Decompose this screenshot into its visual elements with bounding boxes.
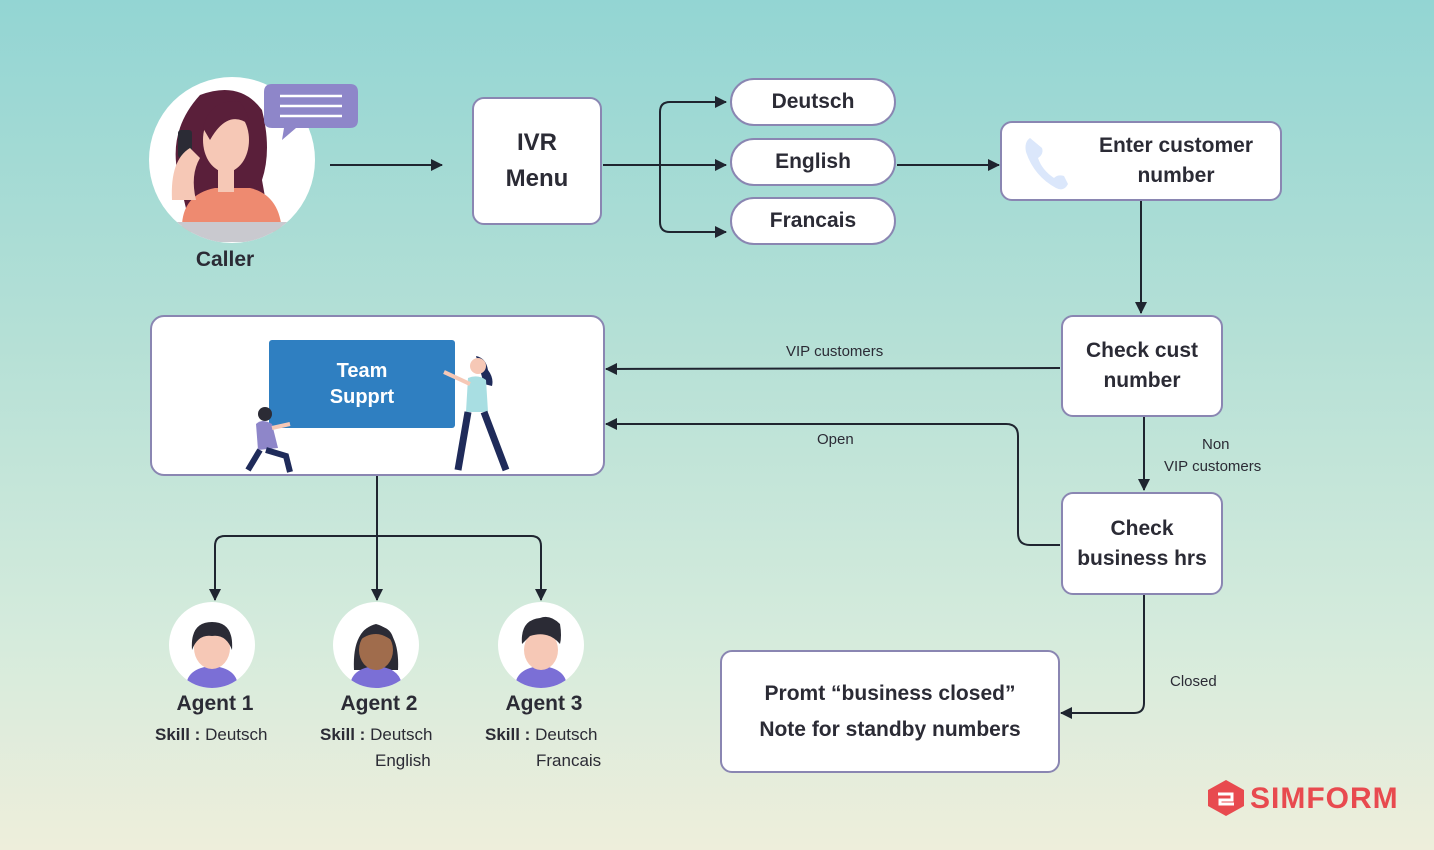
agent-3-name: Agent 3 xyxy=(505,692,583,715)
team-support-sign: Team Supprt xyxy=(269,340,455,428)
agent-3-skill-1: Deutsch xyxy=(535,725,598,744)
ivr-menu-node: IVR Menu xyxy=(472,97,602,225)
prompt-business-closed-node: Promt “business closed” Note for standby… xyxy=(720,650,1060,773)
language-deutsch-node: Deutsch xyxy=(730,78,896,126)
arrow-agent3 xyxy=(377,535,547,601)
closed-line1: Promt “business closed” xyxy=(764,681,1016,705)
ivr-line1: IVR xyxy=(516,129,557,156)
skill-label: Skill : xyxy=(485,725,531,744)
enter-line2: number xyxy=(1137,164,1215,187)
arrow-ivr-francais xyxy=(659,165,727,238)
team-line1: Team xyxy=(336,360,388,382)
check-cust-number-node: Check cust number xyxy=(1061,315,1223,417)
edge-label-vip: VIP customers xyxy=(786,343,884,360)
team-line2: Supprt xyxy=(329,386,395,408)
check-hours-line1: Check xyxy=(1110,516,1174,540)
agent-1-name: Agent 1 xyxy=(176,692,254,715)
agent-2-skill-2: English xyxy=(375,751,431,770)
arrow-ivr-deutsch xyxy=(659,96,727,165)
agent-1-avatar xyxy=(169,602,255,688)
edge-label-closed: Closed xyxy=(1170,673,1217,690)
agent-2-avatar xyxy=(333,602,419,688)
edge-label-open: Open xyxy=(817,431,854,448)
enter-line1: Enter customer xyxy=(1098,134,1254,157)
agent-2-skill-1: Deutsch xyxy=(370,725,433,744)
edge-label-non: Non xyxy=(1202,436,1230,453)
check-cust-line2: number xyxy=(1103,369,1181,392)
caller-label: Caller xyxy=(195,248,255,271)
enter-customer-number-node: Enter customer number xyxy=(1000,121,1282,201)
agent-3-avatar xyxy=(498,602,584,688)
check-cust-line1: Check cust xyxy=(1085,339,1199,362)
closed-line2: Note for standby numbers xyxy=(759,717,1021,741)
arrow-open xyxy=(605,418,1060,546)
arrow-vip xyxy=(605,362,1061,375)
agent-3-skills: Skill : Deutsch xyxy=(485,722,597,748)
agent-1-skill-1: Deutsch xyxy=(205,725,268,744)
arrow-agent1 xyxy=(209,535,377,601)
simform-logo-text: SIMFORM xyxy=(1250,782,1399,815)
check-business-hrs-node: Check business hrs xyxy=(1061,492,1223,595)
language-francais-node: Francais xyxy=(730,197,896,245)
agent-1-skills: Skill : Deutsch xyxy=(155,722,267,748)
check-hours-line2: business hrs xyxy=(1077,546,1207,570)
agent-2-name: Agent 2 xyxy=(340,692,418,715)
ivr-line2: Menu xyxy=(505,165,569,192)
skill-label: Skill : xyxy=(320,725,366,744)
edge-label-non-vip: VIP customers xyxy=(1164,458,1262,475)
skill-label: Skill : xyxy=(155,725,201,744)
arrow-closed xyxy=(1060,595,1145,719)
agent-3-skill-2: Francais xyxy=(536,751,602,770)
agent-2-skills: Skill : Deutsch xyxy=(320,722,432,748)
language-english-node: English xyxy=(730,138,896,186)
